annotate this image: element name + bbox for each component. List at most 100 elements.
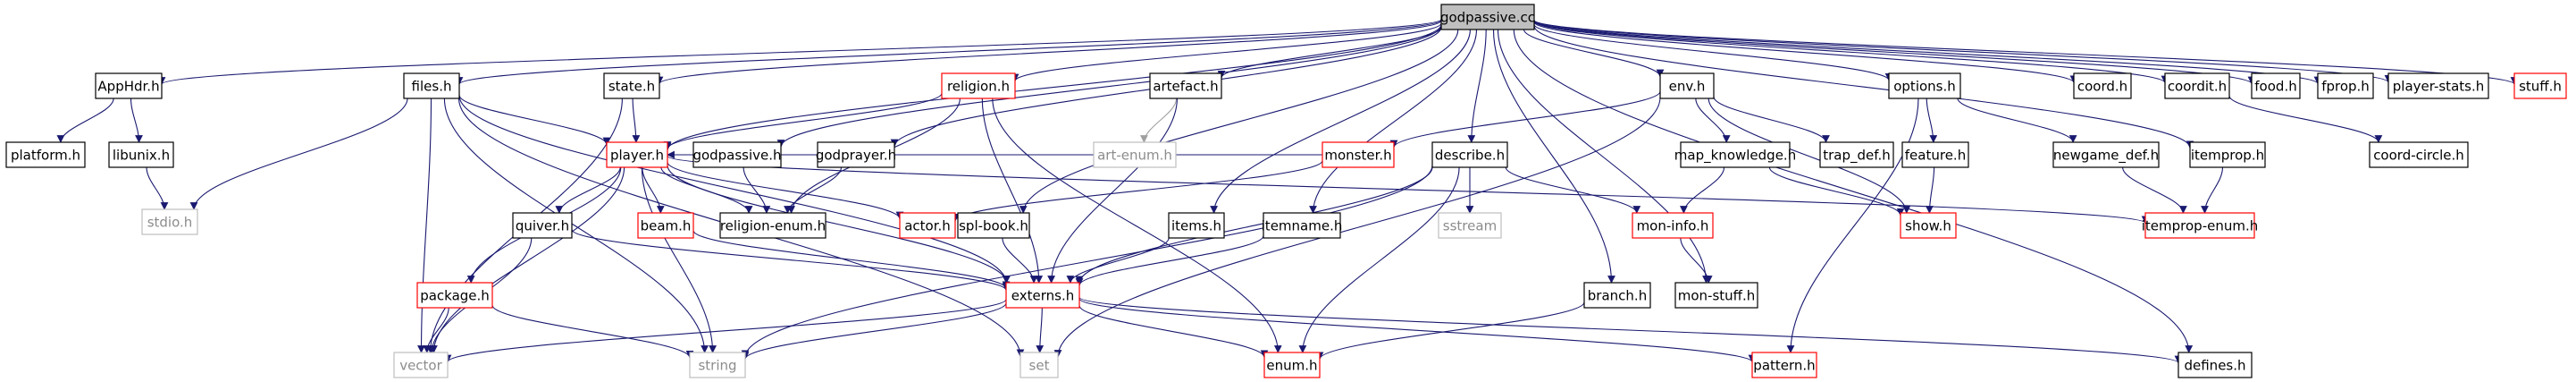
node-box	[1431, 141, 1508, 168]
edge-files_h-to-externs_h	[458, 95, 1011, 284]
node-fprop-h[interactable]: fprop.h	[2317, 72, 2374, 99]
edge-apphdr_h-to-platform_h	[56, 98, 114, 143]
node-feature-h[interactable]: feature.h	[1901, 141, 1969, 168]
edge-externs_h-to-string	[741, 302, 1007, 361]
node-label: monster.h	[1324, 148, 1391, 164]
node-coord-circle-h[interactable]: coord-circle.h	[2369, 141, 2469, 168]
node-label: enum.h	[1266, 358, 1317, 374]
node-label: player-stats.h	[2393, 79, 2484, 95]
node-monster-h[interactable]: monster.h	[1322, 141, 1395, 168]
node-label: branch.h	[1588, 288, 1647, 304]
node-state-h[interactable]: state.h	[603, 72, 660, 99]
node-coord-h[interactable]: coord.h	[2073, 72, 2132, 99]
node-player-h[interactable]: player.h	[606, 141, 668, 168]
node-religion-h[interactable]: religion.h	[941, 72, 1016, 99]
node-box	[1659, 72, 1715, 99]
node-string: string	[689, 352, 746, 378]
node-platform-h[interactable]: platform.h	[5, 141, 86, 168]
node-coordit-h[interactable]: coordit.h	[2164, 72, 2230, 99]
node-player-stats-h[interactable]: player-stats.h	[2387, 72, 2489, 99]
node-apphdr-h[interactable]: AppHdr.h	[95, 72, 163, 99]
edge-godpassive_cc-to-player_h	[663, 24, 1442, 151]
node-actor-h[interactable]: actor.h	[899, 212, 956, 239]
node-pattern-h[interactable]: pattern.h	[1751, 352, 1817, 378]
edge-godpassive_cc-to-defines_h	[1513, 29, 2194, 353]
edge-godpassive_cc-to-state_h	[655, 20, 1442, 85]
node-label: coordit.h	[2168, 79, 2227, 95]
node-artefact-h[interactable]: artefact.h	[1149, 72, 1222, 99]
node-label: itemprop.h	[2191, 148, 2264, 164]
node-env-h[interactable]: env.h	[1659, 72, 1715, 99]
node-box	[606, 141, 668, 168]
edge-options_h-to-pattern_h	[1786, 98, 1919, 353]
node-branch-h[interactable]: branch.h	[1583, 282, 1651, 309]
node-beam-h[interactable]: beam.h	[637, 212, 694, 239]
node-label: player.h	[610, 148, 664, 164]
edge-religion_h-to-enum_h	[992, 98, 1282, 353]
node-label: godpassive.cc	[1440, 10, 1535, 26]
node-label: sstream	[1443, 218, 1497, 234]
edge-files_h-to-stdio_h	[189, 98, 408, 210]
edge-godpassive_cc-to-items_h	[1210, 29, 1471, 214]
node-mon-stuff-h[interactable]: mon-stuff.h	[1674, 282, 1758, 309]
edge-files_h-to-vector	[417, 98, 432, 353]
node-box	[2251, 72, 2301, 99]
node-box	[512, 212, 573, 239]
node-options-h[interactable]: options.h	[1888, 72, 1961, 99]
node-box	[1005, 282, 1080, 309]
node-quiver-h[interactable]: quiver.h	[512, 212, 573, 239]
node-files-h[interactable]: files.h	[403, 72, 460, 99]
node-godpassive-cc[interactable]: godpassive.cc	[1440, 4, 1535, 30]
node-trap-def-h[interactable]: trap_def.h	[1819, 141, 1894, 168]
node-itemprop-h[interactable]: itemprop.h	[2189, 141, 2266, 168]
node-itemname-h[interactable]: itemname.h	[1262, 212, 1343, 239]
edge-player_h-to-externs_h	[667, 165, 1011, 284]
node-box	[141, 208, 198, 235]
node-label: describe.h	[1435, 148, 1505, 164]
node-godprayer-h[interactable]: godprayer.h	[816, 141, 896, 168]
node-defines-h[interactable]: defines.h	[2177, 352, 2253, 378]
node-newgame-def-h[interactable]: newgame_def.h	[2052, 141, 2160, 168]
node-show-h[interactable]: show.h	[1900, 212, 1957, 239]
node-food-h[interactable]: food.h	[2251, 72, 2301, 99]
node-label: fprop.h	[2321, 79, 2370, 95]
node-label: godpassive.h	[692, 148, 781, 164]
node-box	[1019, 352, 1059, 378]
node-externs-h[interactable]: externs.h	[1005, 282, 1080, 309]
node-map-knowledge-h[interactable]: map_knowledge.h	[1674, 141, 1796, 168]
edge-godpassive_cc-to-mon_stuff_h	[1497, 29, 1710, 284]
node-box	[689, 352, 746, 378]
node-items-h[interactable]: items.h	[1168, 212, 1225, 239]
node-godpassive-h[interactable]: godpassive.h	[692, 141, 782, 168]
node-box	[1632, 212, 1714, 239]
node-box	[2317, 72, 2374, 99]
node-box	[1322, 141, 1395, 168]
node-itemprop-enum-h[interactable]: itemprop-enum.h	[2142, 212, 2259, 239]
node-libunix-h[interactable]: libunix.h	[108, 141, 174, 168]
edge-describe_h-to-externs_h	[1075, 166, 1433, 284]
node-box	[1819, 141, 1894, 168]
node-label: beam.h	[641, 218, 692, 234]
node-label: externs.h	[1011, 288, 1074, 304]
edge-describe_h-to-mon_info_h	[1505, 166, 1641, 214]
node-box	[1751, 352, 1817, 378]
edge-externs_h-to-enum_h	[1078, 305, 1269, 359]
node-describe-h[interactable]: describe.h	[1431, 141, 1508, 168]
node-stuff-h[interactable]: stuff.h	[2513, 72, 2567, 99]
node-mon-info-h[interactable]: mon-info.h	[1632, 212, 1714, 239]
node-enum-h[interactable]: enum.h	[1263, 352, 1321, 378]
node-label: files.h	[412, 79, 452, 95]
node-package-h[interactable]: package.h	[416, 282, 493, 309]
node-label: religion.h	[947, 79, 1010, 95]
edge-artefact_h-to-art_enum_h	[1140, 98, 1178, 143]
node-label: mon-stuff.h	[1678, 288, 1756, 304]
node-box	[1583, 282, 1651, 309]
node-box	[2369, 141, 2469, 168]
node-religion-enum-h[interactable]: religion-enum.h	[719, 212, 827, 239]
node-box	[2144, 212, 2255, 239]
node-spl-book-h[interactable]: spl-book.h	[957, 212, 1030, 239]
node-box	[1263, 212, 1341, 239]
node-box	[95, 72, 163, 99]
node-box	[2387, 72, 2489, 99]
edge-branch_h-to-enum_h	[1315, 301, 1585, 361]
